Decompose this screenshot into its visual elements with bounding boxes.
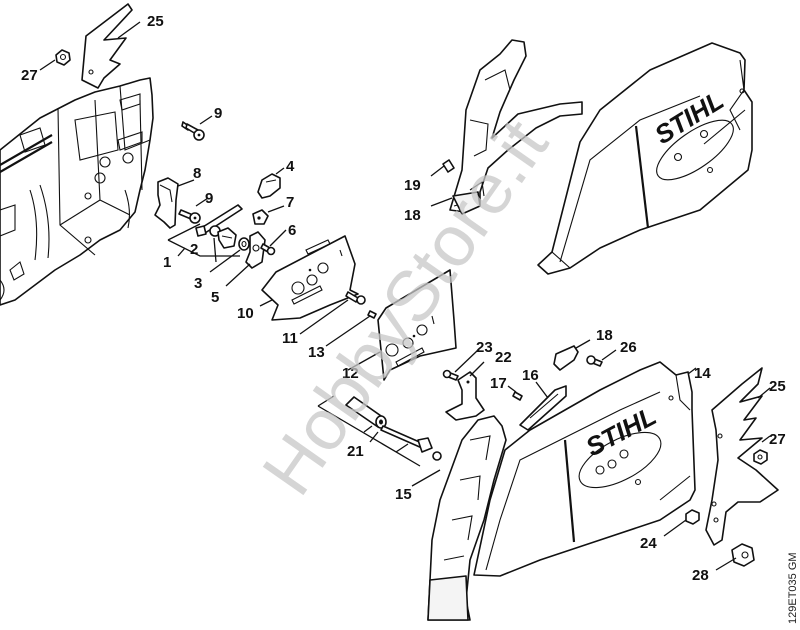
cap-18 [553,345,579,371]
guide-plate-10 [261,235,359,321]
callout-9b: 9 [205,190,213,207]
callout-3: 3 [194,275,202,292]
callout-20: 19 [404,177,421,194]
leader-lines [39,21,771,571]
chain-tensioner-slide-8 [154,177,179,229]
bumper-spike-lower [705,367,779,546]
callout-23: 23 [476,339,493,356]
callout-10: 10 [237,305,254,322]
nut-27-lower [753,449,768,465]
spacer-sleeve-21 [317,395,442,467]
callout-15: 15 [395,486,412,503]
plate-7 [252,209,269,225]
clip-4 [257,173,281,199]
bumper-spike-upper [81,3,133,89]
callout-25b: 25 [769,378,786,395]
chain-catcher-15 [427,415,507,621]
callout-26: 26 [620,339,637,356]
callout-12: 12 [342,365,359,382]
chain-catcher-upper-19 [449,39,583,215]
callout-13: 13 [308,344,325,361]
bracket-22 [445,371,485,421]
screw-6 [260,243,276,256]
plate-5 [245,231,266,269]
callout-21: 21 [347,443,364,460]
callout-25a: 25 [147,13,164,30]
nut-28 [731,543,755,567]
sprocket-cover-14 [473,361,696,577]
callout-14: 14 [694,365,711,382]
tensioner-assembly-1 [167,204,243,257]
screw-17 [512,391,523,401]
callout-16: 16 [522,367,539,384]
engine-crankcase [0,77,154,306]
callout-5: 5 [211,289,219,306]
callout-17: 17 [490,375,507,392]
nut-24 [685,509,700,525]
callout-27a: 27 [21,67,38,84]
screw-20 [442,159,455,173]
callout-4: 4 [286,158,295,175]
callout-18: 18 [596,327,613,344]
screw-11 [345,291,366,305]
guide-plate-12 [377,269,457,381]
callout-22: 22 [495,349,512,366]
callout-9a: 9 [214,105,222,122]
callout-7: 7 [286,194,294,211]
screw-26 [586,355,603,367]
sprocket-cover-upper [537,42,753,275]
callout-1: 1 [163,254,171,271]
reference-code: 129ET035 GM [787,552,799,624]
callout-8: 8 [193,165,201,182]
callout-19: 18 [404,207,421,224]
callout-24: 24 [640,535,657,552]
callout-27b: 27 [769,431,786,448]
screw-13 [367,310,377,319]
callout-28: 28 [692,567,709,584]
screw-9-upper [181,121,205,141]
callout-2: 2 [190,241,198,258]
screw-9-lower [178,209,201,224]
callout-11: 11 [282,330,298,347]
washer-3 [238,237,250,251]
slide-16 [519,385,567,431]
callout-6: 6 [288,222,296,239]
screw-23 [442,369,459,381]
nut-upper [55,49,71,66]
callout-labels: 25 27 9 8 9 4 7 6 2 1 3 5 10 11 13 12 19… [21,13,786,584]
